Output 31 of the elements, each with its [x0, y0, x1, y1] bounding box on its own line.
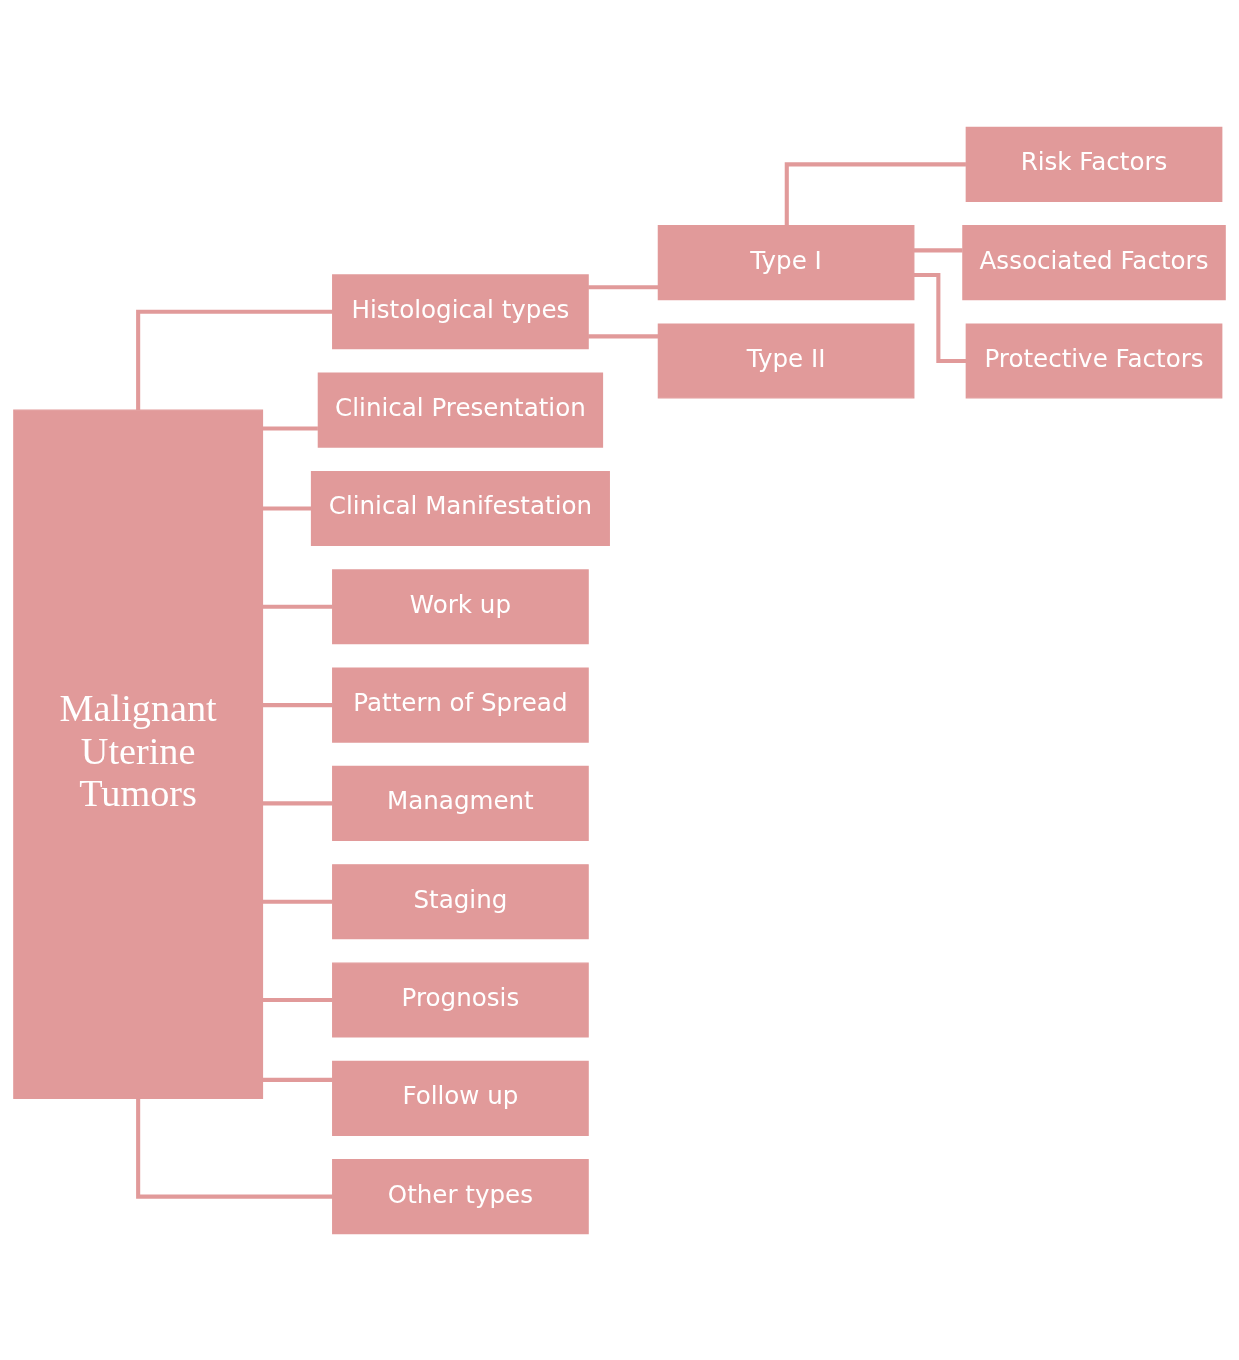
node-box: Protective Factors [965, 322, 1223, 399]
connector [588, 333, 659, 338]
node-box: Type I [657, 224, 915, 300]
connector [588, 284, 659, 289]
node-box: Managment [332, 765, 589, 841]
connector [262, 899, 333, 904]
node-box: Associated Factors [962, 224, 1226, 300]
connector [262, 800, 333, 805]
node-box: Histological types [332, 273, 589, 349]
connector [262, 426, 318, 431]
node-box: Prognosis [332, 961, 589, 1038]
connector [136, 1097, 333, 1199]
node-box: Work up [332, 568, 589, 644]
node-box: Clinical Manifestation [310, 470, 610, 546]
node-box: Staging [332, 863, 589, 939]
connector [914, 247, 963, 252]
node-box: Type II [657, 322, 915, 399]
connector [262, 1077, 333, 1082]
connector [262, 702, 333, 707]
node-box: Malignant Uterine Tumors [13, 408, 264, 1099]
node-box: Clinical Presentation [317, 372, 604, 448]
connector [913, 272, 967, 363]
node-box: Risk Factors [965, 126, 1223, 202]
connector [262, 604, 333, 609]
connector [136, 309, 333, 410]
connector [262, 505, 312, 510]
node-box: Follow up [332, 1060, 589, 1136]
connector [262, 997, 333, 1002]
connector [784, 161, 966, 225]
node-box: Other types [332, 1158, 589, 1234]
node-box: Pattern of Spread [332, 667, 589, 743]
